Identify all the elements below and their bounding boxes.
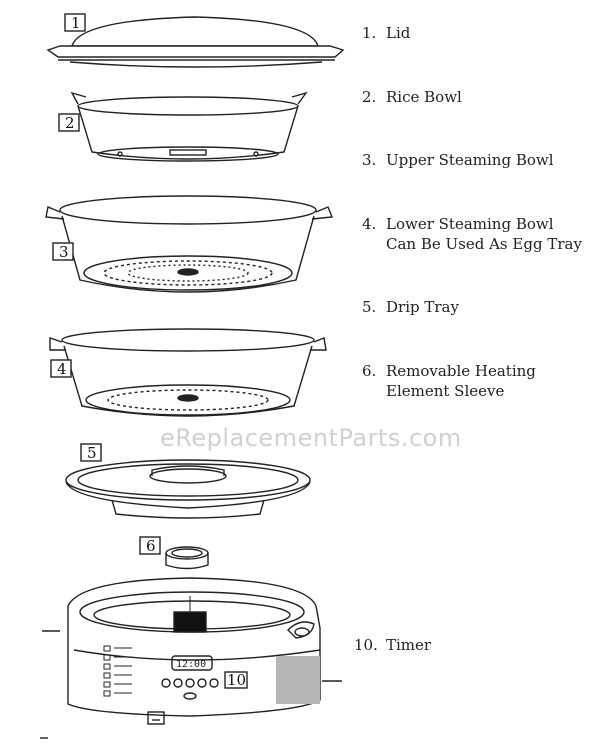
- legend-item-upper-steaming-bowl: 3. Upper Steaming Bowl: [362, 150, 554, 170]
- legend-label-line2: Element Sleeve: [386, 382, 505, 400]
- legend-label: Lower Steaming Bowl: [386, 215, 554, 233]
- lower-steaming-bowl-part: [49, 328, 327, 417]
- side-panel: [276, 656, 320, 704]
- legend-item-drip-tray: 5. Drip Tray: [362, 297, 459, 317]
- legend-item-lid: 1. Lid: [362, 23, 410, 43]
- legend-number: 4.: [362, 215, 377, 233]
- callout-box-6: [139, 536, 161, 555]
- legend-number: 2.: [362, 88, 377, 106]
- lid-part: [46, 16, 345, 68]
- rice-bowl-part: [70, 91, 308, 162]
- callout-10: 10: [227, 671, 246, 689]
- legend-number: 3.: [362, 151, 377, 169]
- callout-6: 6: [146, 537, 156, 555]
- callout-box-5: [80, 443, 102, 462]
- upper-steaming-bowl-part: [45, 195, 333, 293]
- legend-number: 6.: [362, 362, 377, 380]
- legend-number: 1.: [362, 24, 377, 42]
- callout-5: 5: [87, 444, 97, 462]
- legend-label-line2: Can Be Used As Egg Tray: [386, 235, 582, 253]
- base-center-knob: [173, 611, 207, 633]
- heating-element-sleeve-part: [165, 546, 209, 570]
- drip-tray-part: [65, 459, 311, 519]
- callout-1: 1: [71, 14, 81, 32]
- legend-item-heating-element-sleeve: 6. Removable Heating Element Sleeve: [362, 361, 536, 401]
- callout-4: 4: [57, 360, 67, 378]
- callout-box-10: [224, 671, 248, 689]
- callout-3: 3: [59, 243, 69, 261]
- callout-box-4: [50, 359, 72, 378]
- callout-2: 2: [65, 114, 75, 132]
- callout-box-2: [58, 113, 80, 132]
- legend-number: 5.: [362, 298, 377, 316]
- callout-box-1: [64, 13, 86, 32]
- legend-label: Upper Steaming Bowl: [386, 151, 554, 169]
- legend-label: Drip Tray: [386, 298, 459, 316]
- legend-item-timer: 10. Timer: [354, 636, 431, 654]
- legend-label: Timer: [386, 636, 432, 654]
- menu-indicator-icons: [103, 645, 132, 697]
- legend-label: Rice Bowl: [386, 88, 462, 106]
- legend-item-rice-bowl: 2. Rice Bowl: [362, 87, 462, 107]
- steamer-base-part: [40, 577, 342, 739]
- watermark: eReplacementParts.com: [160, 424, 462, 452]
- legend-label: Removable Heating: [386, 362, 536, 380]
- callout-box-3: [52, 242, 74, 261]
- legend-item-lower-steaming-bowl: 4. Lower Steaming Bowl Can Be Used As Egg…: [362, 214, 582, 254]
- legend-number: 10.: [354, 636, 378, 654]
- timer-display-readout: 12:00: [176, 659, 206, 670]
- legend-label: Lid: [386, 24, 411, 42]
